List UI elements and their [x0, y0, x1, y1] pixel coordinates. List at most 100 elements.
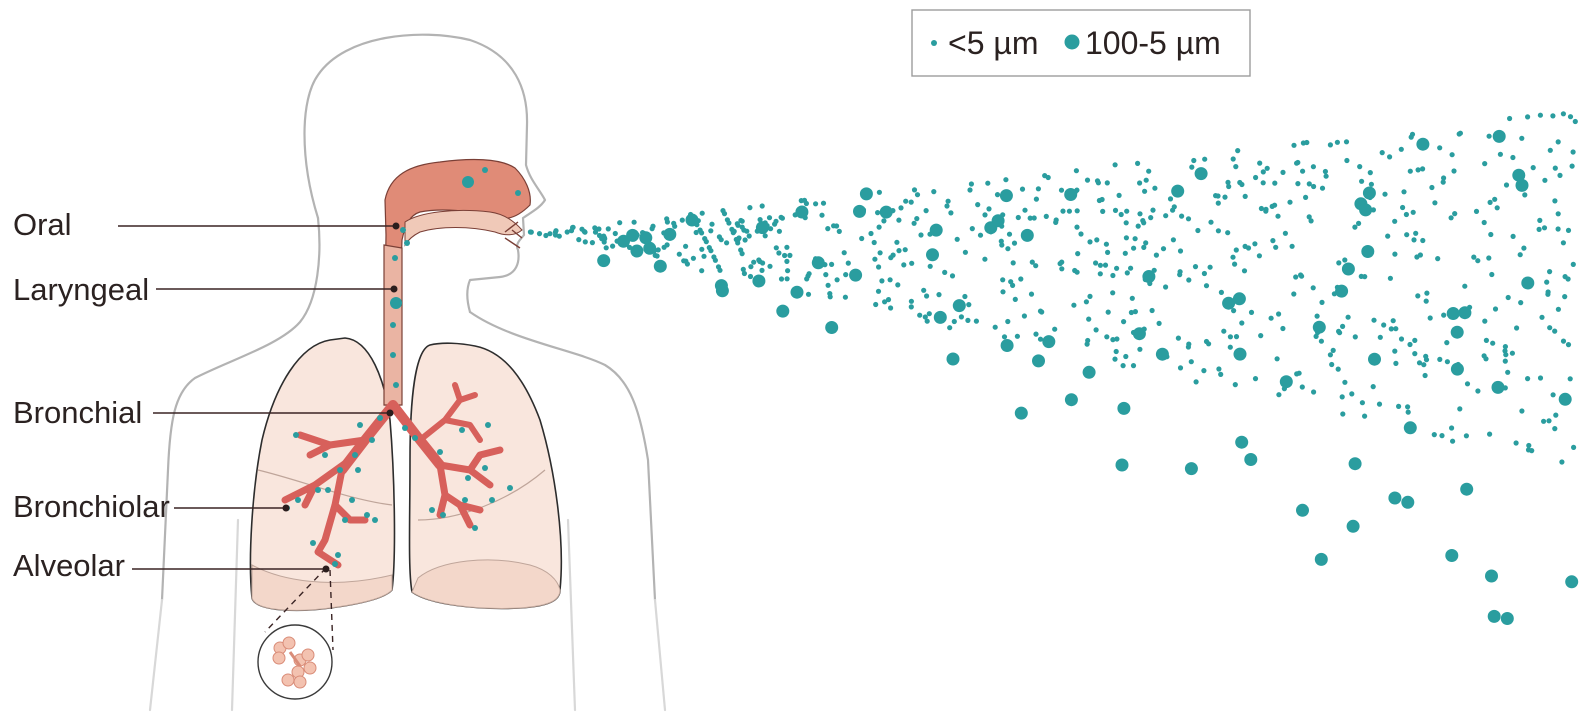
- small-particle: [1412, 338, 1417, 343]
- small-particle: [1094, 327, 1099, 332]
- small-particle: [1161, 246, 1166, 251]
- small-particle: [962, 294, 967, 299]
- small-particle: [1125, 270, 1130, 275]
- large-particle: [1000, 189, 1013, 202]
- small-particle: [528, 229, 533, 234]
- small-particle: [1007, 232, 1012, 237]
- small-particle: [1123, 251, 1128, 256]
- small-particle: [1324, 174, 1329, 179]
- small-particle: [731, 230, 736, 235]
- small-particle: [1423, 373, 1428, 378]
- small-particle: [881, 218, 886, 223]
- small-particle: [1503, 352, 1508, 357]
- small-particle: [1121, 363, 1126, 368]
- small-particle: [780, 216, 785, 221]
- small-particle: [1005, 246, 1010, 251]
- small-particle: [1042, 173, 1047, 178]
- large-particle: [654, 260, 667, 273]
- small-particle: [950, 273, 955, 278]
- small-particle: [784, 245, 789, 250]
- small-particle: [1396, 404, 1401, 409]
- small-particle: [1114, 266, 1119, 271]
- small-particle: [1556, 211, 1561, 216]
- small-particle: [701, 254, 706, 259]
- small-particle: [1291, 143, 1296, 148]
- small-particle: [882, 299, 887, 304]
- small-particle: [1328, 142, 1333, 147]
- small-particle: [877, 225, 882, 230]
- small-particle: [1130, 296, 1135, 301]
- small-particle: [1420, 238, 1425, 243]
- small-particle: [986, 206, 991, 211]
- small-particle: [1328, 352, 1333, 357]
- small-particle: [944, 203, 949, 208]
- small-particle: [1204, 339, 1209, 344]
- small-particle: [1311, 389, 1316, 394]
- large-particle: [1401, 496, 1414, 509]
- small-particle: [1405, 404, 1410, 409]
- large-particle: [812, 256, 825, 269]
- small-particle: [970, 226, 975, 231]
- large-particle: [1117, 402, 1130, 415]
- small-particle: [1495, 205, 1500, 210]
- small-particle: [1349, 391, 1354, 396]
- small-particle: [1225, 180, 1230, 185]
- small-particle: [1507, 116, 1512, 121]
- small-particle: [683, 244, 688, 249]
- small-particle: [1415, 293, 1420, 298]
- large-particle: [1083, 366, 1096, 379]
- small-particle: [1059, 266, 1064, 271]
- small-particle: [677, 252, 682, 257]
- small-particle: [872, 240, 877, 245]
- small-particle: [1269, 316, 1274, 321]
- small-particle: [1194, 379, 1199, 384]
- small-particle: [928, 264, 933, 269]
- small-particle: [1561, 339, 1566, 344]
- small-particle: [831, 223, 836, 228]
- small-particle: [699, 247, 704, 252]
- small-particle: [774, 245, 779, 250]
- large-particle: [1001, 339, 1014, 352]
- small-particle: [1225, 230, 1230, 235]
- small-particle: [773, 219, 778, 224]
- small-particle: [1163, 284, 1168, 289]
- small-particle: [1098, 271, 1103, 276]
- small-particle: [1202, 157, 1207, 162]
- small-particle: [859, 236, 864, 241]
- small-particle: [802, 198, 807, 203]
- small-particle: [1389, 326, 1394, 331]
- large-particle: [1488, 610, 1501, 623]
- small-particle: [1154, 253, 1159, 258]
- small-particle: [1033, 332, 1038, 337]
- small-particle: [1233, 382, 1238, 387]
- exhaled-particle-plume: [528, 111, 1578, 625]
- small-particle: [1498, 152, 1503, 157]
- small-particle: [759, 268, 764, 273]
- small-particle: [819, 213, 824, 218]
- small-particle: [724, 240, 729, 245]
- small-particle: [942, 270, 947, 275]
- small-particle: [1335, 140, 1340, 145]
- small-particle: [741, 267, 746, 272]
- small-particle: [1179, 214, 1184, 219]
- small-particle: [1449, 215, 1454, 220]
- small-particle: [1140, 218, 1145, 223]
- small-particle: [1020, 187, 1025, 192]
- small-particle: [1382, 192, 1387, 197]
- large-particle: [947, 353, 960, 366]
- small-particle: [590, 240, 595, 245]
- small-particle: [1000, 289, 1005, 294]
- small-particle: [909, 304, 914, 309]
- small-particle: [1340, 394, 1345, 399]
- small-particle: [1104, 242, 1109, 247]
- small-particle: [1548, 148, 1553, 153]
- large-particle: [1195, 167, 1208, 180]
- large-particle: [853, 205, 866, 218]
- small-particle: [1301, 140, 1306, 145]
- small-particle: [1319, 300, 1324, 305]
- large-particle: [1512, 169, 1525, 182]
- small-particle: [1150, 208, 1155, 213]
- small-particle: [1393, 361, 1398, 366]
- small-particle: [995, 192, 1000, 197]
- small-particle: [1141, 245, 1146, 250]
